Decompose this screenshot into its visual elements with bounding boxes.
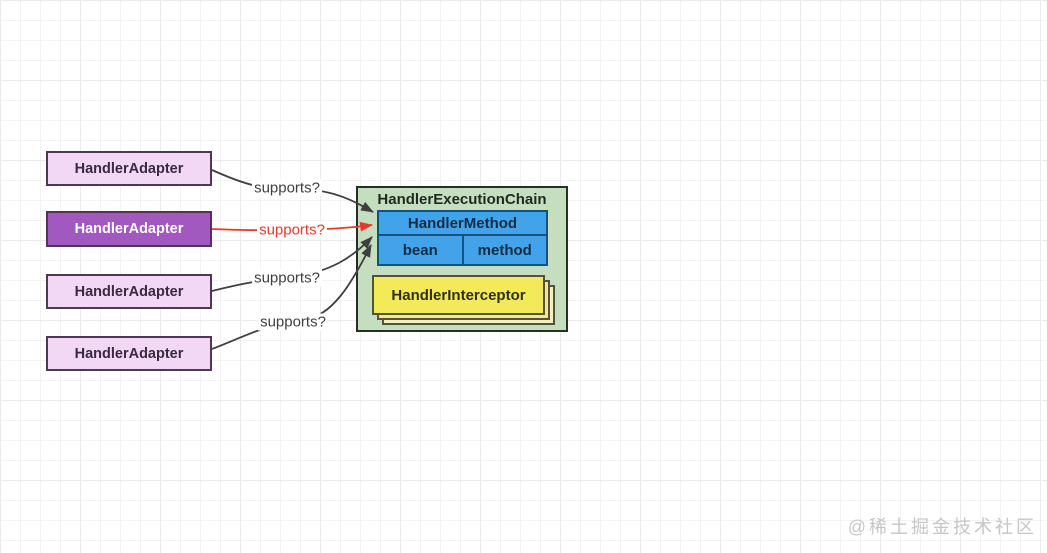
handler-adapter-label: HandlerAdapter	[74, 345, 184, 362]
bean-cell: bean	[379, 236, 464, 264]
edge-label-supports-3: supports?	[252, 269, 322, 287]
handler-adapter-box-4: HandlerAdapter	[46, 336, 212, 371]
edge-supports-4	[211, 244, 372, 350]
handler-adapter-box-3: HandlerAdapter	[46, 274, 212, 309]
handler-method-fields-row: bean method	[379, 236, 546, 264]
handler-method-title: HandlerMethod	[379, 212, 546, 236]
handler-execution-chain-box: HandlerExecutionChain HandlerInterceptor…	[356, 186, 568, 332]
handler-interceptor-label: HandlerInterceptor	[391, 286, 526, 304]
chain-title: HandlerExecutionChain	[377, 191, 547, 208]
handler-interceptor-box: HandlerInterceptor	[372, 275, 545, 315]
handler-method-box: HandlerMethod bean method	[377, 210, 548, 266]
watermark: @稀土掘金技术社区	[847, 517, 1037, 537]
handler-adapter-label: HandlerAdapter	[74, 283, 184, 300]
method-cell: method	[477, 241, 532, 259]
handler-adapter-box-1: HandlerAdapter	[46, 151, 212, 186]
handler-adapter-label: HandlerAdapter	[74, 221, 184, 237]
handler-adapter-box-2-highlighted: HandlerAdapter	[46, 211, 212, 247]
handler-adapter-label: HandlerAdapter	[74, 160, 184, 177]
edge-label-supports-4: supports?	[258, 313, 328, 331]
edge-label-supports-1: supports?	[252, 179, 322, 197]
edge-label-supports-2: supports?	[257, 221, 327, 239]
